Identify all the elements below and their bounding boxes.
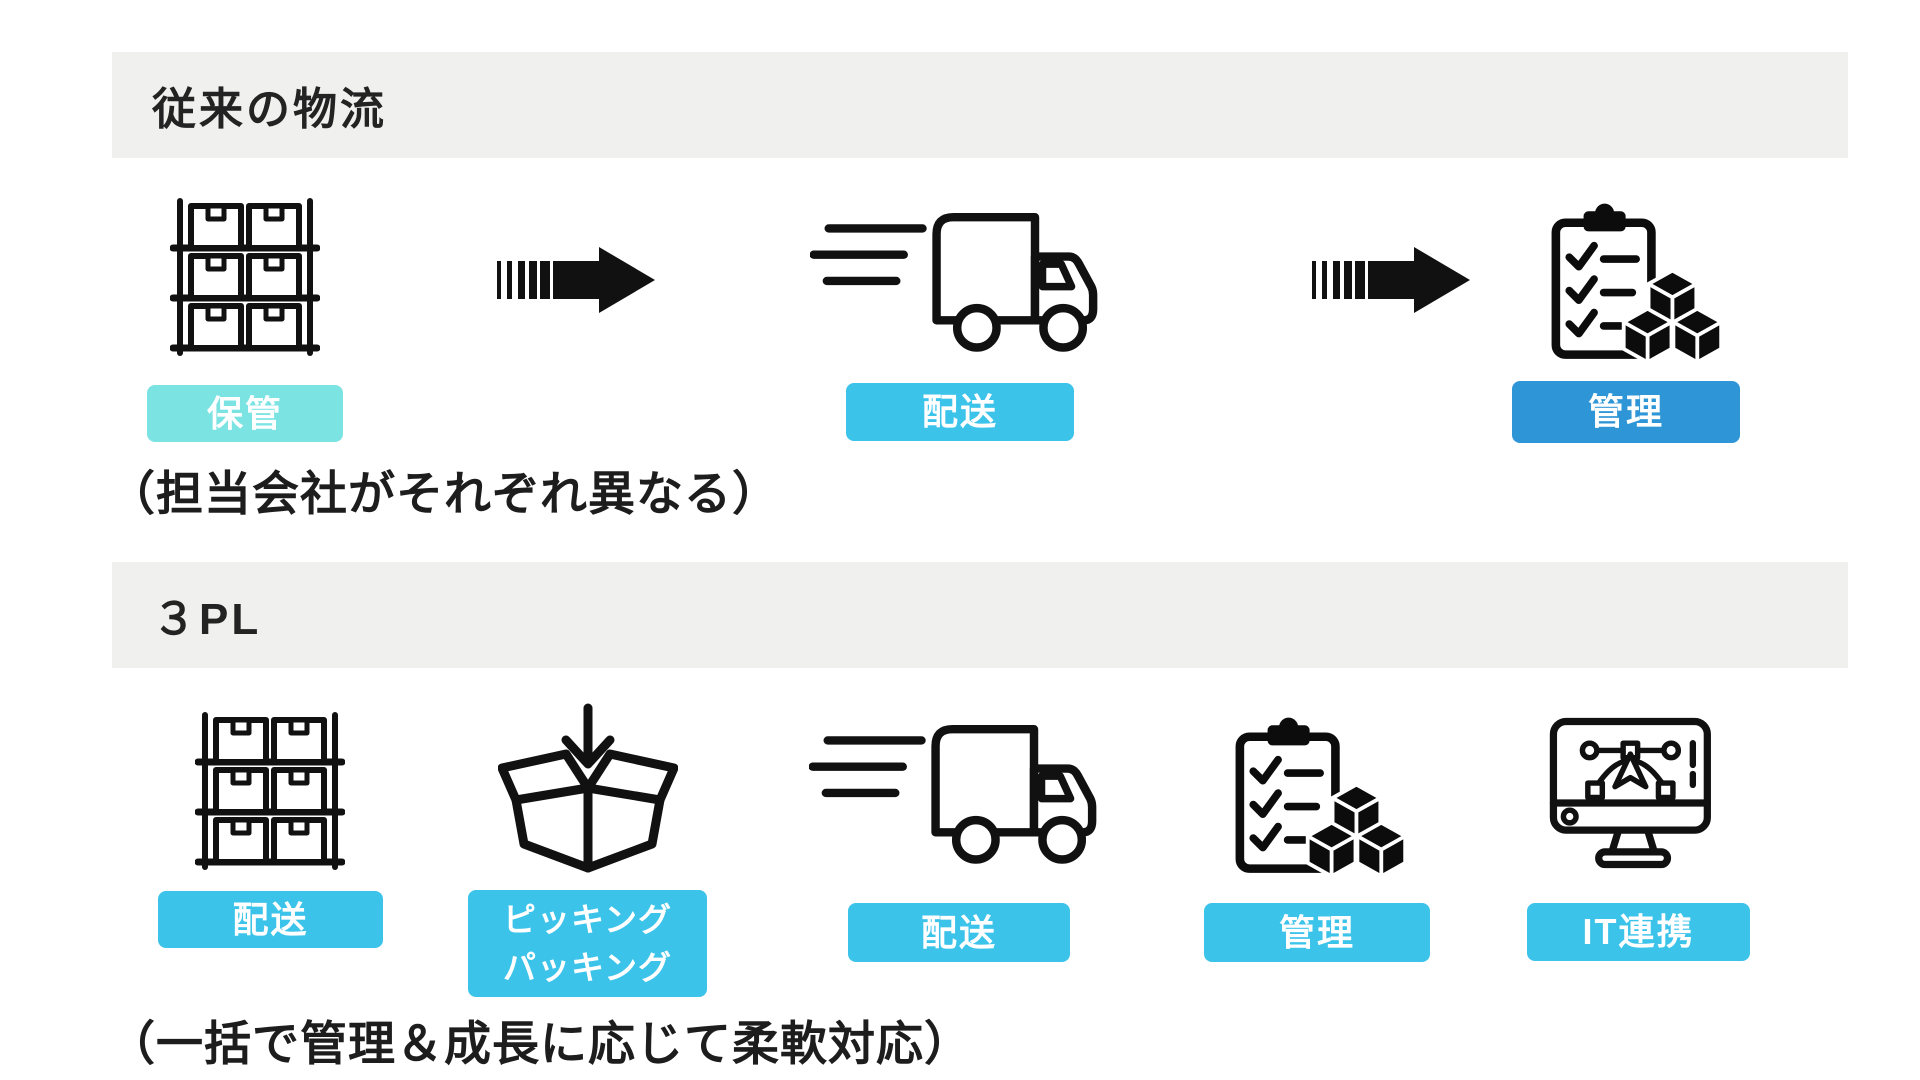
section-header-3pl: ３PL [112,562,1848,668]
delivery-truck-icon [809,712,1109,872]
flow-arrow-icon [497,245,657,315]
step-label-text: 配送 [921,391,998,433]
step-label-text: 管理 [1278,911,1355,953]
step-label-text: 配送 [232,898,309,940]
step-label-delivery-3pl-2: 配送 [848,903,1070,962]
step-label-delivery-3pl-1: 配送 [158,891,383,948]
section-header-traditional: 従来の物流 [112,52,1848,158]
clipboard-inventory-icon [1548,196,1730,368]
step-label-text: IT連携 [1582,911,1695,953]
step-label-management: 管理 [1512,381,1740,443]
flow-arrow-icon [1312,245,1472,315]
caption-traditional: （担当会社がそれぞれ異なる） [108,467,780,520]
step-label-picking-packing: ピッキング パッキング [468,890,707,997]
step-label-it-integration: IT連携 [1527,903,1750,961]
step-label-text: 配送 [920,911,997,953]
delivery-truck-icon [810,200,1110,360]
step-label-text: 保管 [206,392,283,434]
caption-3pl: （一括で管理＆成長に応じて柔軟対応） [108,1017,972,1070]
step-label-storage: 保管 [147,385,343,442]
open-box-packing-icon [498,700,678,880]
warehouse-shelf-icon [170,198,320,356]
step-label-text: 管理 [1587,391,1664,433]
warehouse-shelf-icon [195,712,345,870]
step-label-management-3pl: 管理 [1204,903,1430,962]
step-label-delivery: 配送 [846,383,1074,441]
clipboard-inventory-icon [1232,710,1414,882]
section-title-3pl: ３PL [152,595,262,644]
section-title-traditional: 従来の物流 [152,85,387,134]
step-label-text: ピッキング [502,900,672,938]
step-label-text: パッキング [502,948,672,986]
it-monitor-icon [1548,712,1720,874]
